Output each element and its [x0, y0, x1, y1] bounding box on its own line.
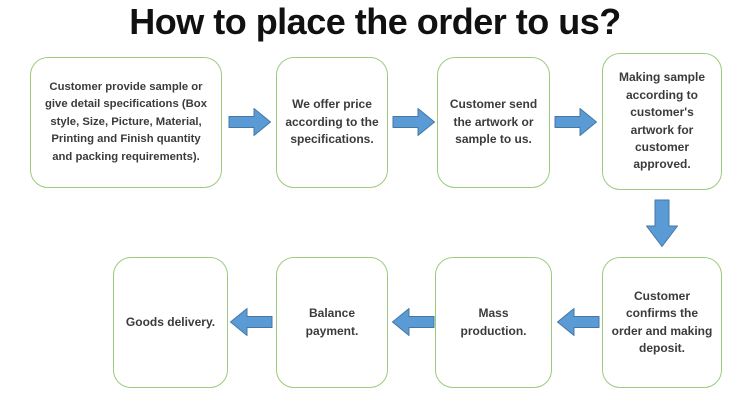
flow-step-4: Making sample according to customer's ar…: [602, 53, 722, 190]
right-arrow-icon: [554, 107, 598, 137]
flow-step-6: Mass production.: [435, 257, 552, 388]
flow-step-7-label: Balance payment.: [305, 306, 359, 338]
flow-step-6-label: Mass production.: [460, 306, 527, 338]
flow-step-5-label: Customer confirms the order and making d…: [611, 288, 713, 355]
right-arrow-icon: [392, 107, 436, 137]
down-arrow-icon: [645, 199, 679, 248]
flow-step-2-label: We offer price according to the specific…: [285, 97, 379, 147]
flow-step-4-label: Making sample according to customer's ar…: [618, 70, 706, 172]
flow-step-8-label: Goods delivery.: [125, 314, 216, 329]
page-title: How to place the order to us?: [129, 1, 621, 42]
left-arrow-icon: [229, 307, 273, 337]
flow-step-2: We offer price according to the specific…: [276, 57, 388, 188]
flow-step-5: Customer confirms the order and making d…: [602, 257, 722, 388]
right-arrow-icon: [228, 107, 272, 137]
flow-step-8: Goods delivery.: [113, 257, 228, 388]
flow-step-1-label: Customer provide sample or give detail s…: [45, 80, 207, 163]
flow-step-7: Balance payment.: [276, 257, 388, 388]
left-arrow-icon: [556, 307, 600, 337]
flow-step-3-label: Customer send the artwork or sample to u…: [449, 97, 538, 147]
flow-step-3: Customer send the artwork or sample to u…: [437, 57, 550, 188]
left-arrow-icon: [391, 307, 435, 337]
flow-step-1: Customer provide sample or give detail s…: [30, 57, 222, 188]
